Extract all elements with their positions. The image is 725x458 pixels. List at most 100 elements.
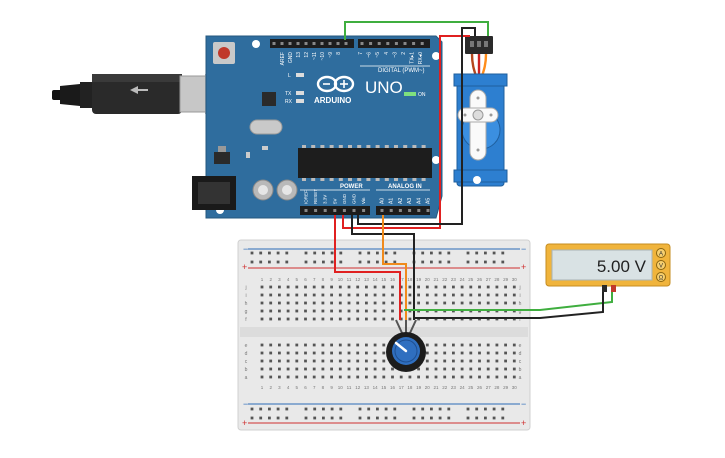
terminal-hole[interactable] xyxy=(330,293,333,297)
rail-hole[interactable] xyxy=(475,251,479,255)
rail-hole[interactable] xyxy=(484,407,487,411)
header-pin[interactable] xyxy=(398,209,402,212)
terminal-hole[interactable] xyxy=(278,375,281,379)
terminal-hole[interactable] xyxy=(304,351,307,355)
terminal-hole[interactable] xyxy=(365,375,368,379)
terminal-hole[interactable] xyxy=(269,359,273,363)
terminal-hole[interactable] xyxy=(399,285,403,289)
terminal-hole[interactable] xyxy=(373,359,377,363)
header-pin[interactable] xyxy=(333,209,337,212)
terminal-hole[interactable] xyxy=(330,359,333,363)
terminal-hole[interactable] xyxy=(391,317,394,321)
rail-hole[interactable] xyxy=(259,407,263,411)
rail-hole[interactable] xyxy=(285,260,289,264)
terminal-hole[interactable] xyxy=(382,343,386,347)
terminal-hole[interactable] xyxy=(443,367,447,371)
terminal-hole[interactable] xyxy=(469,293,473,297)
terminal-hole[interactable] xyxy=(356,301,360,305)
terminal-hole[interactable] xyxy=(478,351,481,355)
terminal-hole[interactable] xyxy=(504,343,507,347)
rail-hole[interactable] xyxy=(430,407,433,411)
rail-hole[interactable] xyxy=(339,416,343,420)
terminal-hole[interactable] xyxy=(460,367,464,371)
terminal-hole[interactable] xyxy=(295,317,299,321)
rail-hole[interactable] xyxy=(250,260,254,264)
terminal-hole[interactable] xyxy=(460,351,464,355)
terminal-hole[interactable] xyxy=(260,359,264,363)
rail-hole[interactable] xyxy=(466,260,470,264)
terminal-hole[interactable] xyxy=(330,343,333,347)
rail-hole[interactable] xyxy=(367,416,371,420)
rail-hole[interactable] xyxy=(339,407,343,411)
terminal-hole[interactable] xyxy=(452,343,455,347)
terminal-hole[interactable] xyxy=(330,317,333,321)
terminal-hole[interactable] xyxy=(495,359,499,363)
terminal-hole[interactable] xyxy=(330,301,333,305)
terminal-hole[interactable] xyxy=(330,309,333,313)
terminal-hole[interactable] xyxy=(338,285,342,289)
terminal-hole[interactable] xyxy=(478,343,481,347)
terminal-hole[interactable] xyxy=(495,293,499,297)
rail-hole[interactable] xyxy=(421,251,425,255)
terminal-hole[interactable] xyxy=(321,309,325,313)
header-pin[interactable] xyxy=(369,42,373,45)
terminal-hole[interactable] xyxy=(321,367,325,371)
rail-hole[interactable] xyxy=(276,251,280,255)
probe-v[interactable] xyxy=(611,285,616,292)
terminal-hole[interactable] xyxy=(486,343,490,347)
terminal-hole[interactable] xyxy=(408,293,412,297)
terminal-hole[interactable] xyxy=(356,367,360,371)
terminal-hole[interactable] xyxy=(486,301,490,305)
terminal-hole[interactable] xyxy=(312,375,316,379)
rail-hole[interactable] xyxy=(466,251,470,255)
terminal-hole[interactable] xyxy=(495,301,499,305)
terminal-hole[interactable] xyxy=(295,293,299,297)
breadboard[interactable]: 1122334455667788991010111112121313141415… xyxy=(237,239,531,431)
terminal-hole[interactable] xyxy=(434,359,438,363)
terminal-hole[interactable] xyxy=(382,285,386,289)
terminal-hole[interactable] xyxy=(478,359,481,363)
rail-hole[interactable] xyxy=(330,251,334,255)
rail-hole[interactable] xyxy=(330,416,334,420)
rail-hole[interactable] xyxy=(268,407,271,411)
rail-hole[interactable] xyxy=(285,251,289,255)
rail-hole[interactable] xyxy=(393,416,397,420)
terminal-hole[interactable] xyxy=(452,285,455,289)
header-pin[interactable] xyxy=(288,42,292,45)
terminal-hole[interactable] xyxy=(399,293,403,297)
terminal-hole[interactable] xyxy=(304,285,307,289)
terminal-hole[interactable] xyxy=(278,309,281,313)
terminal-hole[interactable] xyxy=(278,351,281,355)
rail-hole[interactable] xyxy=(367,251,371,255)
terminal-hole[interactable] xyxy=(260,309,264,313)
terminal-hole[interactable] xyxy=(391,309,394,313)
terminal-hole[interactable] xyxy=(373,351,377,355)
terminal-hole[interactable] xyxy=(486,367,490,371)
terminal-hole[interactable] xyxy=(304,293,307,297)
terminal-hole[interactable] xyxy=(425,351,429,355)
terminal-hole[interactable] xyxy=(469,301,473,305)
terminal-hole[interactable] xyxy=(417,285,420,289)
terminal-hole[interactable] xyxy=(495,375,499,379)
rail-hole[interactable] xyxy=(268,251,271,255)
terminal-hole[interactable] xyxy=(338,351,342,355)
potentiometer[interactable] xyxy=(386,319,426,372)
terminal-hole[interactable] xyxy=(373,343,377,347)
terminal-hole[interactable] xyxy=(391,285,394,289)
rail-hole[interactable] xyxy=(430,260,433,264)
terminal-hole[interactable] xyxy=(338,301,342,305)
terminal-hole[interactable] xyxy=(269,317,273,321)
header-pin[interactable] xyxy=(389,209,393,212)
mode-button-ohm[interactable]: Ω xyxy=(656,272,666,282)
terminal-hole[interactable] xyxy=(269,375,273,379)
rail-hole[interactable] xyxy=(421,416,425,420)
terminal-hole[interactable] xyxy=(295,343,299,347)
terminal-hole[interactable] xyxy=(356,351,360,355)
terminal-hole[interactable] xyxy=(312,351,316,355)
terminal-hole[interactable] xyxy=(295,367,299,371)
rail-hole[interactable] xyxy=(376,407,379,411)
terminal-hole[interactable] xyxy=(478,301,481,305)
terminal-hole[interactable] xyxy=(278,343,281,347)
rail-hole[interactable] xyxy=(393,407,397,411)
terminal-hole[interactable] xyxy=(504,375,507,379)
